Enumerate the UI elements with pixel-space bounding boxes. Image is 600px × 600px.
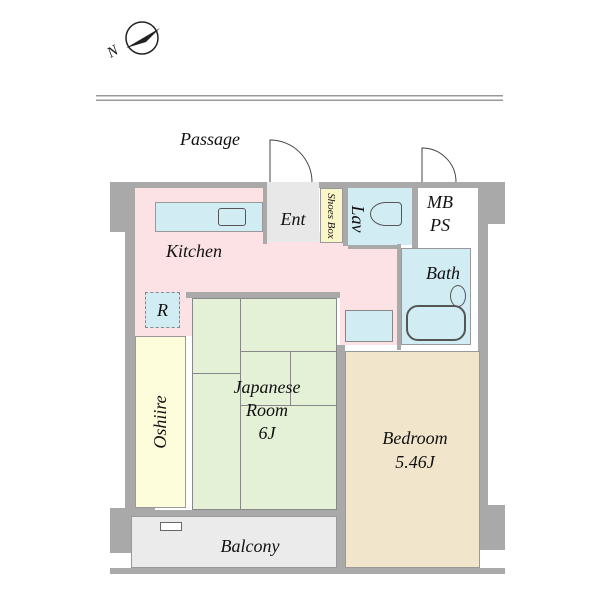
kitchen-label: Kitchen <box>166 241 222 261</box>
passage-label: Passage <box>180 129 240 149</box>
lavatory-label: Lav <box>348 205 368 233</box>
japanese-room-label: Japanese <box>233 377 301 397</box>
outdoor-unit <box>160 522 182 531</box>
entrance-label: Ent <box>280 209 306 229</box>
bath-label: Bath <box>426 263 460 283</box>
wall <box>110 568 505 574</box>
shoes-box-label: Shoes Box <box>325 193 337 239</box>
refrigerator-label: R <box>157 300 168 320</box>
kitchen-counter <box>155 202 263 232</box>
japanese-room-label-2: Room <box>246 400 288 420</box>
meter-box <box>418 188 478 240</box>
wall <box>478 220 488 520</box>
shoes-box <box>320 188 343 243</box>
oshiire-closet <box>135 336 186 508</box>
mb-label: MB <box>427 192 453 212</box>
wall <box>155 510 337 516</box>
refrigerator-space <box>145 292 180 328</box>
bedroom <box>345 351 480 568</box>
entrance <box>267 182 319 242</box>
wall <box>343 188 348 246</box>
balcony-label: Balcony <box>220 536 280 556</box>
washbasin <box>345 310 393 342</box>
wall <box>186 292 340 298</box>
bedroom-size: 5.46J <box>395 452 435 472</box>
wall <box>412 182 418 248</box>
oshiire-label: Oshiire <box>150 395 170 449</box>
bedroom-label: Bedroom <box>382 428 448 448</box>
japanese-room-size: 6J <box>258 423 276 443</box>
wall <box>348 245 398 249</box>
wall <box>397 244 401 350</box>
sink-icon <box>218 208 246 226</box>
lavatory <box>348 188 412 245</box>
balcony <box>131 516 337 568</box>
bathtub-icon <box>406 305 466 341</box>
pillar <box>478 182 505 224</box>
japanese-room <box>192 298 337 510</box>
compass-north-label: N <box>104 42 122 62</box>
wall <box>263 182 267 244</box>
basin-icon <box>450 285 466 307</box>
toilet-icon <box>370 202 402 226</box>
bathroom <box>401 248 471 345</box>
wall <box>125 230 135 520</box>
ps-label: PS <box>430 215 450 235</box>
wall <box>337 345 345 570</box>
